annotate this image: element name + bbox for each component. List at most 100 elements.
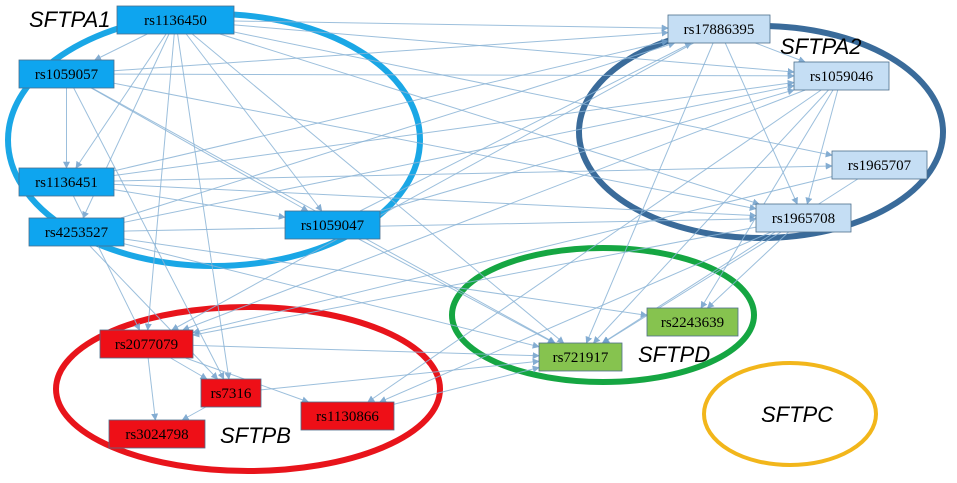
edge-rs1136451-rs17886395 <box>113 38 669 172</box>
node-box <box>200 378 262 408</box>
node-box <box>793 61 890 91</box>
edge-rs1965707-rs2077079 <box>192 176 833 335</box>
edge-rs1136450-rs17886395 <box>233 20 669 32</box>
edge-rs17886395-rs2077079 <box>171 42 694 331</box>
node-label: rs1136450 <box>144 13 207 29</box>
sftpd-group-label: SFTPD <box>638 342 710 367</box>
node-label: rs1965708 <box>772 211 835 227</box>
edge-rs1059046-rs1965708 <box>805 89 839 205</box>
node-rs1059046[interactable]: rs1059046 <box>793 61 890 91</box>
edge-rs1059046-rs2077079 <box>182 89 806 331</box>
node-box <box>108 419 206 449</box>
node-box <box>667 14 771 44</box>
node-label: rs1059047 <box>301 218 365 234</box>
node-box <box>831 150 928 180</box>
edge-rs1136450-rs1136451 <box>75 33 167 169</box>
edge-rs1059047-rs1059046 <box>379 88 795 212</box>
node-rs721917[interactable]: rs721917 <box>538 342 623 372</box>
node-rs7316[interactable]: rs7316 <box>200 378 262 408</box>
node-rs2243639[interactable]: rs2243639 <box>646 307 739 337</box>
edge-rs1059057-rs1965708 <box>113 82 757 211</box>
edge-rs17886395-rs1059046 <box>755 42 806 64</box>
edge-rs2077079-rs7316 <box>170 357 208 380</box>
nodes: rs1136450 rs1059057 rs1136451 rs4253527 rs10… <box>18 5 928 449</box>
node-rs2077079[interactable]: rs2077079 <box>99 329 194 359</box>
node-rs3024798[interactable]: rs3024798 <box>108 419 206 449</box>
node-rs1059047[interactable]: rs1059047 <box>284 210 381 240</box>
sftpb-group-ellipse <box>53 304 443 474</box>
edge-rs7316-rs721917 <box>260 358 540 391</box>
edge-rs4253527-rs721917 <box>123 243 540 349</box>
node-label: rs1130866 <box>316 409 379 425</box>
node-box <box>300 401 395 431</box>
edge-rs1965708-rs2243639 <box>706 231 789 309</box>
node-rs1136451[interactable]: rs1136451 <box>18 167 115 197</box>
edge-rs17886395-rs1965708 <box>724 42 798 205</box>
edge-rs4253527-rs2243639 <box>123 238 648 318</box>
edge-rs1136451-rs1059047 <box>113 189 286 220</box>
edge-rs1059046-rs1130866 <box>367 89 822 403</box>
node-label: rs1059057 <box>35 67 99 83</box>
edges <box>63 20 858 421</box>
edge-rs4253527-rs7316 <box>89 245 219 380</box>
edge-rs1136450-rs2077079 <box>144 33 175 331</box>
edge-rs4253527-rs1059046 <box>123 83 795 223</box>
edge-rs1136450-rs1059047 <box>185 33 323 212</box>
node-label: rs1136451 <box>35 175 98 191</box>
node-rs4253527[interactable]: rs4253527 <box>28 217 125 247</box>
edge-rs1965708-rs721917 <box>602 231 782 344</box>
node-box <box>18 59 115 89</box>
node-label: rs7316 <box>211 386 252 402</box>
node-box <box>755 203 852 233</box>
node-box <box>18 167 115 197</box>
edge-rs1965708-rs2077079 <box>192 226 757 338</box>
node-box <box>538 342 623 372</box>
edge-rs1136450-rs721917 <box>192 33 565 344</box>
edge-rs2077079-rs3024798 <box>147 357 159 421</box>
edge-rs1136451-rs1965708 <box>113 183 757 219</box>
node-label: rs17886395 <box>684 22 755 38</box>
node-label: rs4253527 <box>45 225 109 241</box>
sftpa2-group-label: SFTPA2 <box>780 34 862 59</box>
edge-rs1059057-rs1059046 <box>113 72 795 80</box>
edge-rs1059057-rs1059047 <box>90 87 309 212</box>
node-label: rs1059046 <box>810 69 874 85</box>
edge-rs1130866-rs721917 <box>393 365 540 405</box>
node-box <box>28 217 125 247</box>
sftpc-group-ellipse <box>702 361 878 467</box>
edge-rs4253527-rs17886395 <box>120 41 676 219</box>
node-label: rs1965707 <box>848 158 912 174</box>
edge-rs4253527-rs1965708 <box>123 215 757 232</box>
node-rs1965708[interactable]: rs1965708 <box>755 203 852 233</box>
node-label: rs721917 <box>553 350 609 366</box>
edge-rs1965708-rs1130866 <box>379 231 772 403</box>
node-rs1965707[interactable]: rs1965707 <box>831 150 928 180</box>
edge-rs1059057-rs17886395 <box>113 29 669 72</box>
node-box <box>646 307 739 337</box>
edge-rs1136450-rs1965707 <box>233 31 833 158</box>
node-label: rs2077079 <box>115 337 178 353</box>
node-rs1130866[interactable]: rs1130866 <box>300 401 395 431</box>
edge-rs1136450-rs1059046 <box>233 24 795 75</box>
edge-rs1059046-rs2243639 <box>700 89 834 309</box>
node-rs1136450[interactable]: rs1136450 <box>116 5 235 35</box>
sftpd-group-ellipse <box>449 245 757 385</box>
sftpa1-group-label: SFTPA1 <box>29 7 111 32</box>
node-rs1059057[interactable]: rs1059057 <box>18 59 115 89</box>
node-box <box>99 329 194 359</box>
edge-rs1059046-rs721917 <box>593 89 829 344</box>
node-rs17886395[interactable]: rs17886395 <box>667 14 771 44</box>
node-label: rs2243639 <box>661 315 724 331</box>
edge-rs1059047-rs721917 <box>358 238 555 344</box>
edge-rs1136450-rs1965708 <box>219 33 760 206</box>
edge-rs1059047-rs17886395 <box>359 42 693 212</box>
edge-rs1136451-rs1965707 <box>113 162 833 182</box>
edge-rs1136451-rs1059046 <box>113 79 795 176</box>
edge-rs7316-rs3024798 <box>181 406 206 421</box>
sftpc-group-label: SFTPC <box>761 402 833 427</box>
node-box <box>284 210 381 240</box>
edge-rs1136450-rs1059057 <box>94 33 148 61</box>
